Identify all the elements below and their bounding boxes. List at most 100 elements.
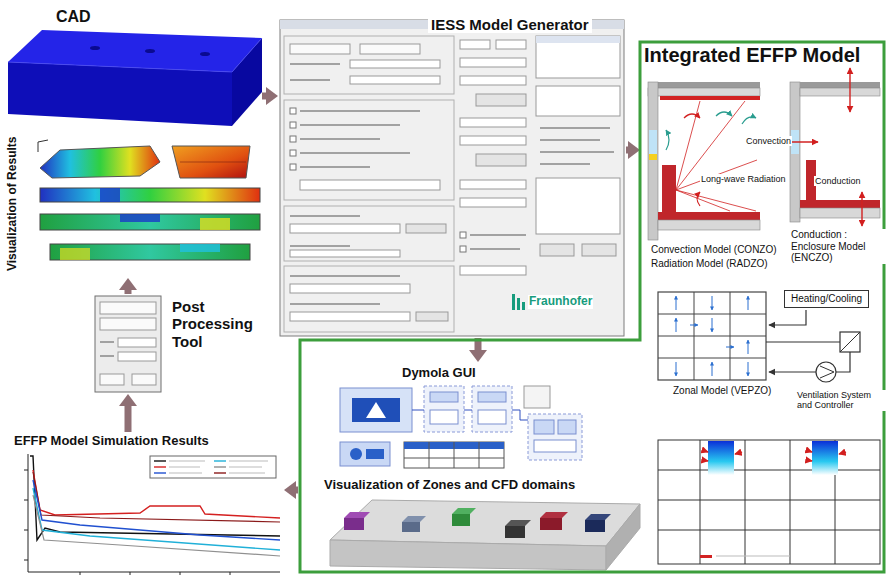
convection-radiation-figure xyxy=(742,117,756,124)
zones-3d-view xyxy=(452,514,470,526)
generator-window xyxy=(290,245,350,247)
cfd-domain-grid xyxy=(658,440,880,564)
results-visualization xyxy=(40,188,260,202)
results-chart xyxy=(33,488,280,550)
cad-model xyxy=(232,38,262,72)
zones-3d-view xyxy=(606,504,640,570)
results-chart xyxy=(24,530,28,531)
dymola-gui-figure xyxy=(472,386,512,432)
zonal-model-figure xyxy=(766,341,840,342)
generator-window xyxy=(536,36,620,78)
convection-radiation-figure xyxy=(800,82,880,88)
results-visualization xyxy=(60,248,90,260)
results-visualization xyxy=(200,218,230,230)
dymola-gui-figure xyxy=(340,386,582,468)
convection-radiation-figure xyxy=(676,190,756,211)
generator-window xyxy=(350,76,440,84)
node-label: CAD xyxy=(56,8,91,26)
zonal-model-figure xyxy=(676,296,677,310)
zones-3d-view xyxy=(330,540,606,570)
post-processing-dialog xyxy=(95,296,161,392)
results-visualization xyxy=(40,214,260,230)
figure-label: Conduction : Enclosure Model (ENCZO) xyxy=(790,229,886,264)
results-chart xyxy=(214,472,226,473)
zonal-model-figure xyxy=(712,362,713,376)
post-processing-dialog xyxy=(118,338,156,347)
generator-window xyxy=(460,266,526,275)
zones-3d-view xyxy=(540,518,562,530)
convection-radiation-figure xyxy=(648,68,880,240)
zonal-model-figure xyxy=(816,362,836,382)
zonal-model-figure xyxy=(769,371,816,372)
convection-radiation-figure xyxy=(660,96,760,100)
convection-radiation-figure xyxy=(662,165,676,212)
dymola-gui-figure xyxy=(424,386,464,432)
cfd-domain-grid xyxy=(708,441,734,475)
dymola-gui-figure xyxy=(454,442,455,468)
dymola-gui-figure xyxy=(478,410,506,424)
results-chart xyxy=(214,466,226,467)
post-processing-stage: Post Processing Tool xyxy=(92,294,262,394)
zones-3d-view xyxy=(585,514,611,520)
cad-model xyxy=(145,49,155,53)
dymola-gui-figure xyxy=(404,442,504,468)
generator-window xyxy=(290,44,350,54)
generator-window xyxy=(290,150,296,156)
generator-window xyxy=(284,100,454,200)
zones-3d-view xyxy=(330,500,640,546)
post-processing-dialog xyxy=(118,352,156,361)
node-label: Post Processing Tool xyxy=(172,298,262,350)
generator-window xyxy=(476,94,526,106)
convection-radiation-figure xyxy=(649,130,657,154)
zonal-model-figure xyxy=(658,336,766,337)
convection-radiation-figure xyxy=(800,200,880,208)
zones-3d-view xyxy=(402,522,420,532)
generator-stage: IESS Model Generator xyxy=(278,14,626,338)
generator-window xyxy=(284,36,454,94)
zones-3d-view xyxy=(585,520,605,532)
zonal-model-figure xyxy=(748,340,749,354)
results-visualization xyxy=(180,162,246,163)
dymola-gui-figure xyxy=(430,410,458,424)
generator-window xyxy=(460,58,526,67)
generator-window xyxy=(522,302,525,310)
zonal-model-figure xyxy=(840,332,860,352)
generator-window xyxy=(536,86,620,116)
figure-label: Fraunhofer xyxy=(528,295,593,309)
convection-radiation-figure xyxy=(648,88,760,96)
figure-label: Zonal Model (VEPZO) xyxy=(672,385,772,397)
generator-window xyxy=(290,275,400,277)
cfd-domain-grid xyxy=(806,450,812,452)
label-holder: Convection Model (CONZO) xyxy=(650,244,778,256)
label-holder: Zonal Model (VEPZO) xyxy=(672,385,772,397)
zonal-model-figure xyxy=(658,314,766,315)
node-label: Visualization of Zones and CFD domains xyxy=(324,478,575,493)
zonal-model-figure xyxy=(820,366,834,378)
generator-window xyxy=(540,139,600,141)
generator-window xyxy=(470,234,526,236)
generator-window xyxy=(300,166,370,168)
results-chart xyxy=(28,572,280,573)
flow-arrow xyxy=(626,147,630,154)
node-label: Integrated EFFP Model xyxy=(644,44,860,67)
generator-window xyxy=(460,198,526,207)
generator-window xyxy=(290,108,296,114)
generator-window xyxy=(290,122,296,128)
results-chart xyxy=(169,467,200,468)
cfd-domain-grid xyxy=(702,450,708,452)
generator-window xyxy=(300,124,400,126)
convection-radiation-figure xyxy=(861,192,862,226)
results-visualization xyxy=(38,140,260,260)
zones-3d-view xyxy=(344,512,370,518)
zones-3d-view xyxy=(402,516,426,522)
convection-radiation-figure xyxy=(684,114,700,118)
cfd-domain-grid xyxy=(839,452,846,454)
convection-radiation-figure xyxy=(648,82,658,240)
convection-radiation-figure xyxy=(849,68,850,112)
results-chart xyxy=(24,470,28,471)
results-chart xyxy=(24,500,28,501)
zonal-model-figure xyxy=(748,296,749,310)
results-chart xyxy=(30,456,280,540)
label-holder: Conduction xyxy=(814,176,862,186)
figure-label: Radiation Model (RADZO) xyxy=(650,258,769,270)
